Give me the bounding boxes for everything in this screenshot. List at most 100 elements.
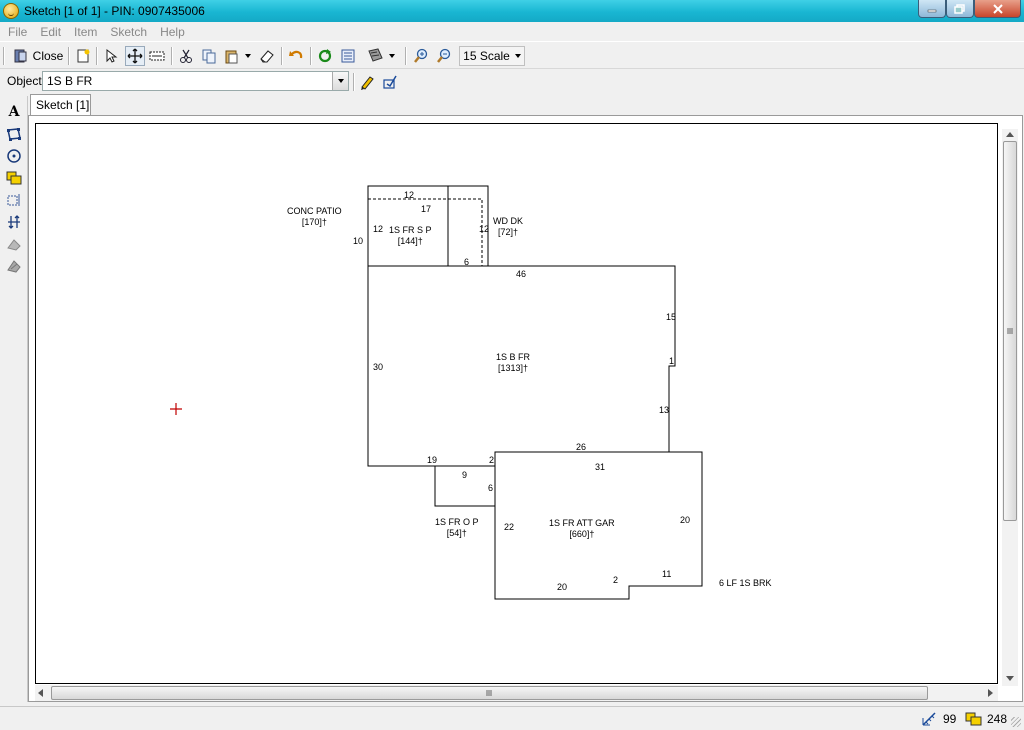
dimension-label: 26 bbox=[576, 442, 587, 452]
close-sketch-icon bbox=[14, 49, 27, 63]
zoom-out-button[interactable] bbox=[434, 46, 454, 66]
zoom-in-icon bbox=[414, 48, 428, 63]
dimension-label: 10 bbox=[353, 236, 364, 246]
list-button[interactable] bbox=[339, 46, 357, 66]
minimize-icon bbox=[927, 9, 937, 12]
area-label: CONC PATIO[170]† bbox=[287, 206, 342, 227]
dimension-label: 11 bbox=[662, 569, 672, 579]
edit-check-button[interactable] bbox=[381, 72, 399, 92]
select-arrow-icon bbox=[106, 48, 118, 63]
toolbar-separator bbox=[68, 47, 70, 65]
menu-item[interactable]: Item bbox=[74, 24, 98, 39]
close-button[interactable]: Close bbox=[11, 46, 65, 66]
resize-grip[interactable] bbox=[1011, 717, 1021, 727]
select-button[interactable] bbox=[102, 46, 120, 66]
crosshair-marker bbox=[170, 403, 182, 415]
undo-button[interactable] bbox=[287, 46, 305, 66]
sketch-note: 6 LF 1S BRK bbox=[719, 578, 772, 588]
label-icon bbox=[149, 51, 165, 61]
text-tool-button[interactable]: A bbox=[5, 103, 23, 121]
status-value: 99 bbox=[943, 712, 957, 726]
copy-button[interactable] bbox=[200, 46, 218, 66]
restore-icon bbox=[954, 3, 965, 14]
status-segment-count: 99 bbox=[921, 711, 956, 727]
menu-edit[interactable]: Edit bbox=[40, 24, 62, 39]
object-row: Object 1S B FR bbox=[0, 70, 1024, 94]
menu-bar: File Edit Item Sketch Help bbox=[0, 22, 1024, 41]
menu-file[interactable]: File bbox=[8, 24, 28, 39]
dimension-label: 31 bbox=[595, 462, 606, 472]
scale-label: 15 Scale bbox=[463, 49, 510, 63]
flag-icon bbox=[367, 48, 383, 62]
area-label: 1S FR O P[54]† bbox=[435, 517, 479, 538]
cut-button[interactable] bbox=[177, 46, 195, 66]
zoom-in-button[interactable] bbox=[411, 46, 431, 66]
app-icon bbox=[3, 3, 19, 19]
undo-icon bbox=[289, 50, 303, 59]
menu-sketch[interactable]: Sketch bbox=[110, 24, 148, 39]
dimension-tool-button[interactable] bbox=[5, 191, 23, 209]
flag-tool-button[interactable] bbox=[5, 257, 23, 275]
paste-button[interactable] bbox=[222, 46, 252, 66]
area-fill-icon bbox=[6, 171, 22, 185]
close-window-button[interactable] bbox=[974, 0, 1021, 18]
horizontal-scrollbar[interactable] bbox=[35, 685, 998, 701]
measure-icon bbox=[922, 712, 936, 726]
stamp-tool-button[interactable] bbox=[5, 235, 23, 253]
scroll-right-icon[interactable] bbox=[988, 689, 993, 697]
object-select-value: 1S B FR bbox=[47, 74, 93, 88]
cut-icon bbox=[180, 49, 192, 63]
conc-patio-dashed-outline bbox=[368, 198, 483, 266]
toolbar-separator bbox=[171, 47, 173, 65]
scroll-left-icon[interactable] bbox=[38, 689, 43, 697]
scroll-down-icon[interactable] bbox=[1006, 676, 1014, 681]
dimension-label: 20 bbox=[557, 582, 568, 592]
area-label: 1S FR ATT GAR[660]† bbox=[549, 518, 615, 539]
circle-tool-icon bbox=[7, 149, 21, 163]
polygon-tool-button[interactable] bbox=[5, 125, 23, 143]
polygon-tool-icon bbox=[7, 128, 21, 141]
new-sketch-button[interactable] bbox=[74, 46, 92, 66]
chevron-down-icon bbox=[388, 54, 395, 58]
toolbar: Close 15 bbox=[0, 41, 1024, 69]
status-bar: 99 248 bbox=[0, 706, 1024, 730]
dimension-label: 2 bbox=[489, 455, 495, 465]
dimension-label: 9 bbox=[462, 470, 468, 480]
refresh-button[interactable] bbox=[316, 46, 334, 66]
dimension-label: 13 bbox=[659, 405, 670, 415]
restore-button[interactable] bbox=[946, 0, 974, 18]
area-icon bbox=[965, 712, 982, 726]
sketch-canvas[interactable]: CONC PATIO[170]† 1S FR S P[144]† WD DK[7… bbox=[35, 123, 998, 684]
label-button[interactable] bbox=[148, 46, 166, 66]
area-fill-tool-button[interactable] bbox=[5, 169, 23, 187]
sketch-drawing bbox=[170, 185, 703, 600]
object-select[interactable]: 1S B FR bbox=[42, 71, 349, 91]
flag-button[interactable] bbox=[362, 46, 398, 66]
object-dropdown-button[interactable] bbox=[332, 72, 348, 90]
new-sketch-icon bbox=[77, 49, 90, 63]
dimension-label: 22 bbox=[504, 522, 515, 532]
chevron-down-icon bbox=[337, 79, 344, 83]
dimension-label: 6 bbox=[464, 257, 470, 267]
tab-sketch[interactable]: Sketch [1] bbox=[30, 94, 91, 115]
list-icon bbox=[341, 49, 355, 63]
chevron-down-icon bbox=[244, 54, 251, 58]
align-tool-button[interactable] bbox=[5, 213, 23, 231]
check-edit-icon bbox=[383, 75, 397, 89]
toolbar-separator bbox=[310, 47, 312, 65]
vertical-scrollbar[interactable] bbox=[1002, 129, 1018, 686]
scroll-up-icon[interactable] bbox=[1006, 132, 1014, 137]
circle-tool-button[interactable] bbox=[5, 147, 23, 165]
tool-strip: A bbox=[0, 96, 28, 702]
erase-button[interactable] bbox=[258, 46, 276, 66]
menu-help[interactable]: Help bbox=[160, 24, 185, 39]
scale-dropdown[interactable]: 15 Scale bbox=[459, 46, 525, 66]
minimize-button[interactable] bbox=[918, 0, 946, 18]
move-button[interactable] bbox=[125, 46, 145, 66]
vertical-scroll-thumb[interactable] bbox=[1003, 141, 1017, 521]
dimension-label: 19 bbox=[427, 455, 438, 465]
draw-pen-button[interactable] bbox=[358, 72, 376, 92]
area-label: 1S B FR[1313]† bbox=[496, 352, 531, 373]
area-label: WD DK[72]† bbox=[493, 216, 523, 237]
horizontal-scroll-thumb[interactable] bbox=[51, 686, 928, 700]
